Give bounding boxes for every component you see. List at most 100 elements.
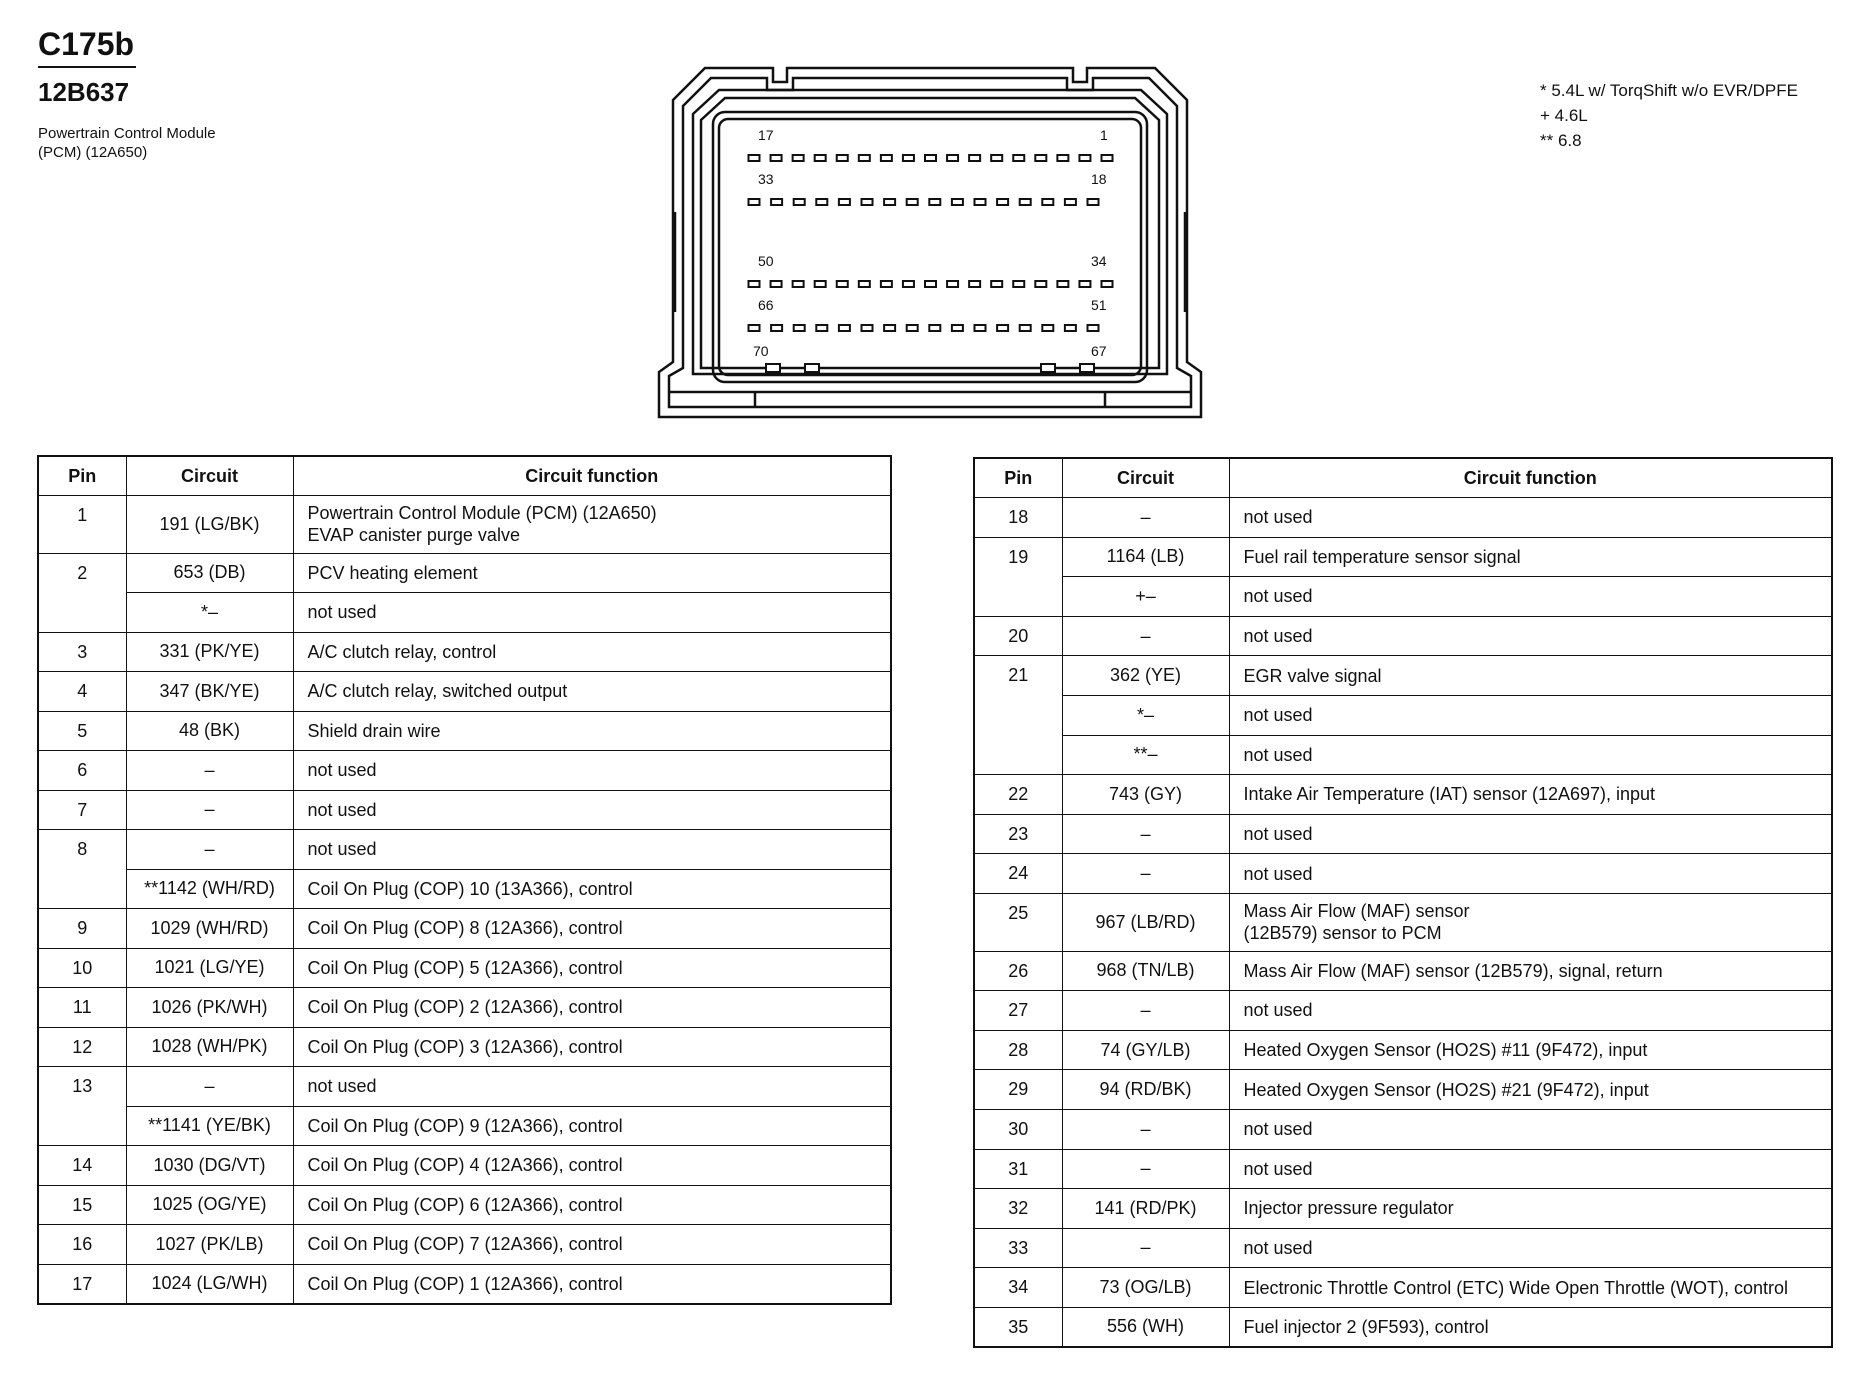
- pin-number-cell: 7: [37, 789, 127, 830]
- pin-terminal: [1034, 154, 1048, 162]
- table-row: 6–not used: [37, 750, 892, 791]
- pin-number-cell: 3: [37, 631, 127, 672]
- pin-terminal: [1086, 324, 1100, 332]
- circuit-cell: –: [1061, 813, 1230, 855]
- pin-terminal: [996, 198, 1010, 206]
- pin-terminal: [1041, 324, 1055, 332]
- circuit-function-cell: not used: [1228, 1148, 1833, 1190]
- circuit-cell: –: [1061, 990, 1230, 1031]
- table-header-row: Pin Circuit Circuit function: [973, 457, 1833, 498]
- pin-terminal: [815, 198, 829, 206]
- pin-label: 34: [1091, 253, 1107, 269]
- circuit-function-cell: Heated Oxygen Sensor (HO2S) #11 (9F472),…: [1228, 1029, 1833, 1071]
- circuit-function-cell: not used: [292, 829, 892, 870]
- circuit-function-cell: not used: [292, 789, 892, 830]
- pin-terminal: [765, 363, 781, 373]
- connector-face-diagram: 17 1 33 18 50 34 66 51 70 67: [657, 66, 1203, 419]
- circuit-function-cell: not used: [1228, 576, 1833, 617]
- pin-terminal: [990, 154, 1004, 162]
- circuit-cell: 362 (YE): [1061, 655, 1230, 696]
- circuit-function-cell: not used: [292, 750, 892, 791]
- pin-terminal: [1100, 280, 1114, 288]
- pin-number-cell: 16: [37, 1224, 127, 1265]
- circuit-cell: 141 (RD/PK): [1061, 1188, 1230, 1229]
- circuit-cell: –: [1061, 853, 1230, 894]
- circuit-cell: 743 (GY): [1061, 774, 1230, 815]
- pin-terminal: [1034, 280, 1048, 288]
- pin-terminal: [769, 154, 783, 162]
- table-row: **–not used: [974, 734, 1833, 776]
- module-description: Powertrain Control Module (PCM) (12A650): [38, 124, 216, 162]
- circuit-function-cell: Coil On Plug (COP) 7 (12A366), control: [292, 1224, 892, 1265]
- connector-code: C175b: [38, 26, 135, 62]
- pin-terminal: [835, 154, 849, 162]
- pin-terminal: [815, 324, 829, 332]
- circuit-function-cell: not used: [1228, 734, 1833, 776]
- table-row: **1141 (YE/BK)Coil On Plug (COP) 9 (12A3…: [38, 1105, 892, 1146]
- pin-terminal: [1063, 324, 1077, 332]
- column-header-pin: Pin: [973, 457, 1063, 498]
- pin-number-cell: 20: [973, 615, 1063, 657]
- pin-terminal: [791, 280, 805, 288]
- circuit-function-cell: Mass Air Flow (MAF) sensor (12B579) sens…: [1228, 892, 1833, 952]
- pin-label: 17: [758, 127, 774, 143]
- pin-terminal: [901, 154, 915, 162]
- pin-terminal: [946, 280, 960, 288]
- pin-number-cell: 28: [973, 1029, 1063, 1071]
- table-row: 30–not used: [973, 1108, 1833, 1150]
- circuit-cell: –: [125, 750, 294, 791]
- circuit-function-cell: Heated Oxygen Sensor (HO2S) #21 (9F472),…: [1228, 1069, 1833, 1110]
- circuit-function-cell: Coil On Plug (COP) 5 (12A366), control: [292, 947, 892, 988]
- circuit-cell: *–: [125, 592, 294, 633]
- pin-terminal: [860, 324, 874, 332]
- circuit-function-cell: Coil On Plug (COP) 4 (12A366), control: [292, 1145, 892, 1186]
- circuit-function-cell: PCV heating element: [292, 552, 892, 593]
- circuit-function-cell: Coil On Plug (COP) 10 (13A366), control: [292, 868, 892, 909]
- pin-number-cell: 5: [37, 710, 127, 751]
- footnotes: * 5.4L w/ TorqShift w/o EVR/DPFE + 4.6L …: [1540, 78, 1798, 153]
- pin-label: 1: [1100, 127, 1108, 143]
- circuit-cell: 1030 (DG/VT): [125, 1145, 294, 1186]
- circuit-cell: –: [1061, 497, 1230, 538]
- table-row: 20–not used: [973, 615, 1833, 657]
- circuit-function-cell: Coil On Plug (COP) 8 (12A366), control: [292, 908, 892, 949]
- pin-label: 67: [1091, 343, 1107, 359]
- pin-terminal: [1012, 280, 1026, 288]
- table-row: 24–not used: [973, 853, 1833, 894]
- pin-terminal: [968, 280, 982, 288]
- circuit-cell: –: [1061, 1108, 1230, 1150]
- pin-number-cell: 22: [973, 774, 1063, 815]
- circuit-function-cell: Fuel rail temperature sensor signal: [1228, 536, 1833, 578]
- circuit-cell: 1027 (PK/LB): [125, 1224, 294, 1265]
- circuit-function-cell: EGR valve signal: [1228, 655, 1833, 696]
- pin-terminal: [770, 324, 784, 332]
- circuit-function-cell: not used: [292, 1066, 892, 1107]
- pin-terminal: [1012, 154, 1026, 162]
- pin-number-cell: 19: [973, 536, 1063, 617]
- circuit-cell: –: [125, 829, 294, 870]
- circuit-cell: **1141 (YE/BK): [125, 1105, 294, 1146]
- column-header-circuit: Circuit: [1061, 457, 1230, 498]
- pin-number-cell: 18: [973, 497, 1063, 538]
- pin-terminal: [835, 280, 849, 288]
- circuit-cell: 347 (BK/YE): [125, 671, 294, 712]
- pin-number-cell: 14: [37, 1145, 127, 1186]
- pin-terminal: [813, 154, 827, 162]
- pin-terminal: [769, 280, 783, 288]
- circuit-function-cell: Powertrain Control Module (PCM) (12A650)…: [292, 495, 892, 554]
- pin-number-cell: 31: [973, 1148, 1063, 1190]
